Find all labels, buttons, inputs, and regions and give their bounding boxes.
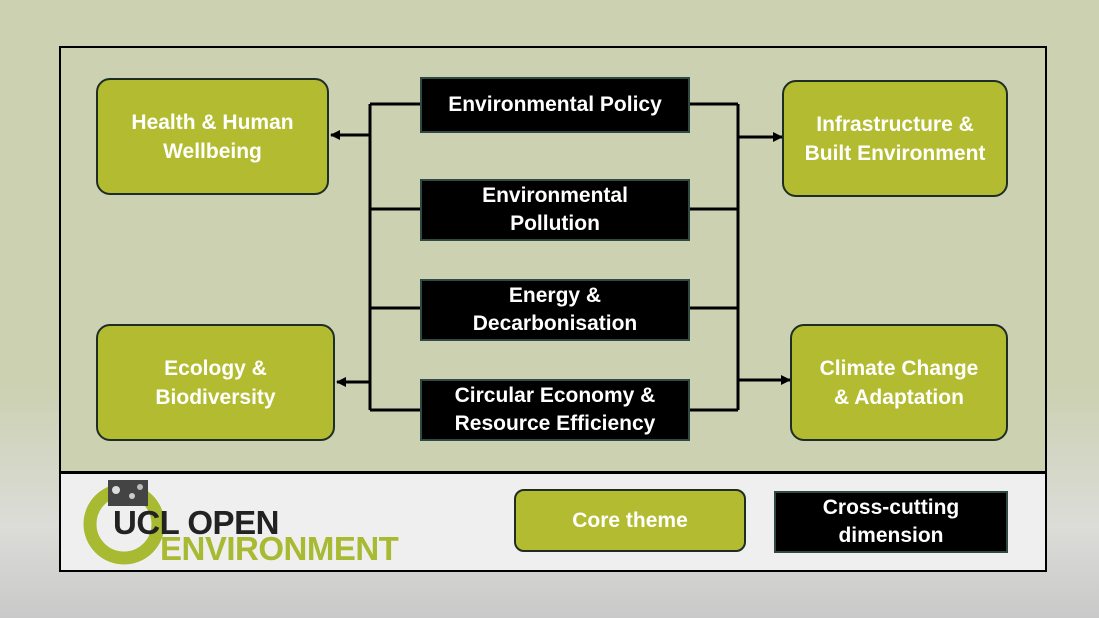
core-theme-climate: Climate Change & Adaptation [790,324,1008,441]
legend-core-theme-label: Core theme [572,509,688,532]
core-theme-ecology: Ecology & Biodiversity [96,324,335,441]
legend-core-theme: Core theme [514,489,746,552]
logo-wordmark-line1: UCL OPEN [113,504,279,541]
cross-cutting-circular-label: Circular Economy & Resource Efficiency [454,384,656,435]
core-theme-health-label: Health & Human Wellbeing [131,110,294,163]
logo-wordmark-line2: ENVIRONMENT [160,530,399,567]
cross-cutting-energy-label: Energy & Decarbonisation [472,284,638,335]
legend-cross-cutting: Cross-cutting dimension [774,491,1008,553]
cross-cutting-pollution-label: Environmental Pollution [482,184,628,235]
core-theme-ecology-label: Ecology & Biodiversity [155,356,276,409]
core-theme-infrastructure: Infrastructure & Built Environment [782,80,1008,197]
cross-cutting-circular: Circular Economy & Resource Efficiency [420,379,690,441]
core-theme-climate-label: Climate Change & Adaptation [819,356,979,409]
cross-cutting-pollution: Environmental Pollution [420,179,690,241]
cross-cutting-energy: Energy & Decarbonisation [420,279,690,341]
cross-cutting-policy: Environmental Policy [420,77,690,133]
legend-cross-cutting-label: Cross-cutting dimension [822,496,960,547]
ucl-open-logo-icon [83,480,165,565]
cross-cutting-policy-label: Environmental Policy [448,93,662,116]
core-theme-infrastructure-label: Infrastructure & Built Environment [804,112,986,165]
core-theme-health: Health & Human Wellbeing [96,78,329,195]
